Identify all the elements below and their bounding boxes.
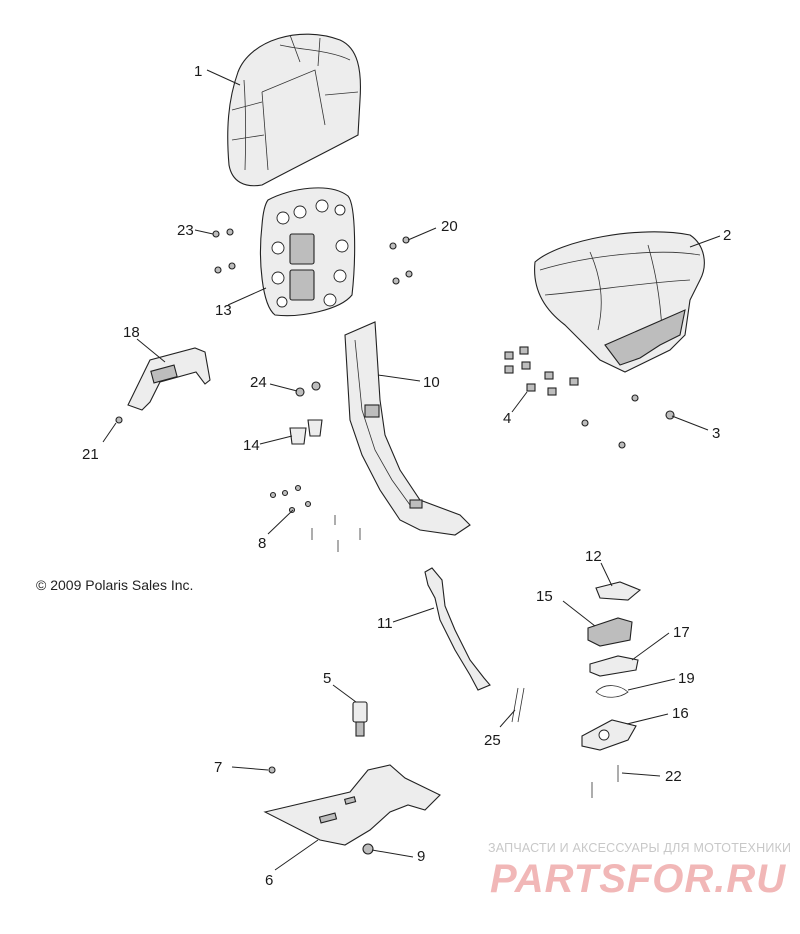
callout-16: 16 xyxy=(672,705,689,722)
callout-6: 6 xyxy=(265,872,273,889)
callout-25: 25 xyxy=(484,732,501,749)
callout-7: 7 xyxy=(214,759,222,776)
copyright-notice: © 2009 Polaris Sales Inc. xyxy=(36,577,193,593)
part-12-gasket xyxy=(595,581,642,601)
callout-20: 20 xyxy=(441,218,458,235)
part-5-latch xyxy=(352,701,368,737)
callout-21: 21 xyxy=(82,446,99,463)
watermark: ЗАПЧАСТИ И АКСЕССУАРЫ ДЛЯ МОТОТЕХНИКИ PA… xyxy=(488,841,791,901)
watermark-tagline: ЗАПЧАСТИ И АКСЕССУАРЫ ДЛЯ МОТОТЕХНИКИ xyxy=(488,841,791,855)
part-25-pins xyxy=(511,687,525,723)
callout-18: 18 xyxy=(123,324,140,341)
callout-13: 13 xyxy=(215,302,232,319)
callout-22: 22 xyxy=(665,768,682,785)
leader-lines xyxy=(102,69,721,871)
callout-1: 1 xyxy=(194,63,202,80)
callout-8: 8 xyxy=(258,535,266,552)
part-13-backrest-plate xyxy=(260,187,356,317)
callout-17: 17 xyxy=(673,624,690,641)
callout-labels: 1 2 3 4 5 6 7 8 9 10 11 12 13 14 15 16 1… xyxy=(82,63,731,889)
callout-12: 12 xyxy=(585,548,602,565)
part-2-seat-cushion xyxy=(534,231,705,373)
callout-3: 3 xyxy=(712,425,720,442)
callout-9: 9 xyxy=(417,848,425,865)
callout-14: 14 xyxy=(243,437,260,454)
callout-23: 23 xyxy=(177,222,194,239)
callout-11: 11 xyxy=(377,615,393,632)
latch-assembly xyxy=(581,581,642,751)
part-15-pad xyxy=(587,617,633,647)
watermark-logo: PARTSFOR.RU xyxy=(490,857,786,901)
callout-2: 2 xyxy=(723,227,731,244)
fasteners xyxy=(115,228,675,855)
part-1-backrest-cushion xyxy=(227,33,361,187)
callout-19: 19 xyxy=(678,670,695,687)
callout-5: 5 xyxy=(323,670,331,687)
callout-15: 15 xyxy=(536,588,553,605)
part-11-rod xyxy=(424,567,491,691)
part-18-bracket xyxy=(127,347,211,411)
callout-24: 24 xyxy=(250,374,267,391)
part-10-support-post xyxy=(344,321,471,536)
callout-10: 10 xyxy=(423,374,440,391)
part-17-lever xyxy=(589,655,639,677)
callout-4: 4 xyxy=(503,410,511,427)
part-6-base-plate xyxy=(263,764,441,846)
part-19-spring xyxy=(595,685,629,698)
